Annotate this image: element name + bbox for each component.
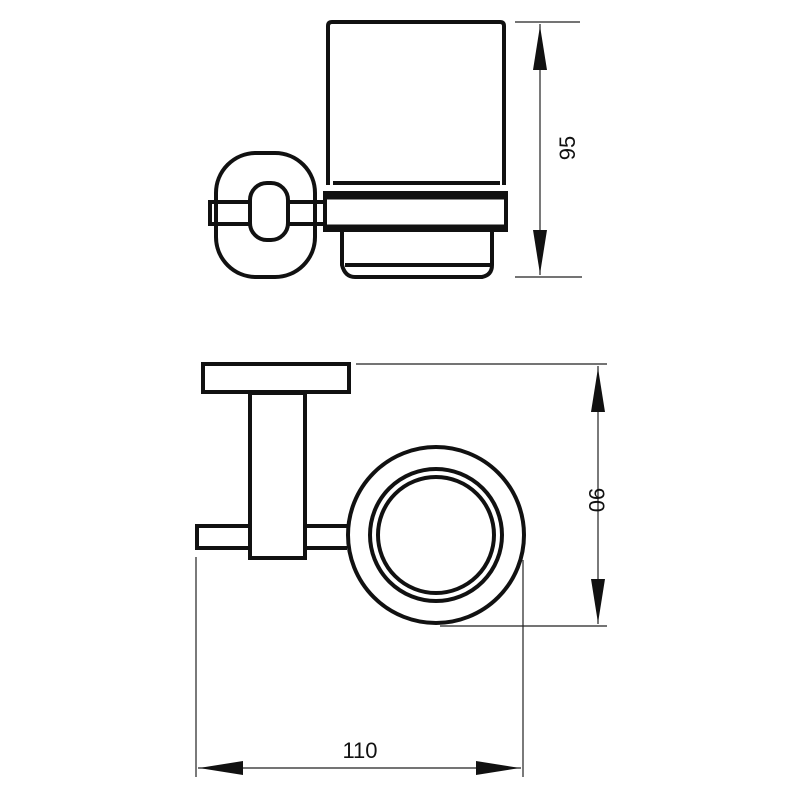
support-arm xyxy=(208,200,326,226)
top-view: 90 110 xyxy=(195,362,609,777)
wall-plate xyxy=(201,362,351,394)
arrow-left-icon xyxy=(199,761,243,775)
support-arm xyxy=(195,524,347,550)
wall-plate-inner-oval xyxy=(248,181,290,242)
arrow-up-icon xyxy=(591,368,605,412)
glass-cup xyxy=(326,20,506,185)
post xyxy=(248,391,307,560)
height-dimension-label: 95 xyxy=(555,136,580,160)
holder-ring-outer xyxy=(346,445,526,625)
depth-dimension-label: 90 xyxy=(584,488,609,512)
arrow-right-icon xyxy=(476,761,520,775)
holder-ring-middle xyxy=(368,467,504,603)
arrow-down-icon xyxy=(533,230,547,274)
wall-plate-oval xyxy=(214,151,317,279)
width-dimension-label: 110 xyxy=(342,738,377,763)
arrow-down-icon xyxy=(591,579,605,623)
arrow-up-icon xyxy=(533,26,547,70)
cup-bottom xyxy=(340,232,494,279)
holder-ring-inner xyxy=(376,475,496,595)
side-view: 95 xyxy=(208,20,582,279)
